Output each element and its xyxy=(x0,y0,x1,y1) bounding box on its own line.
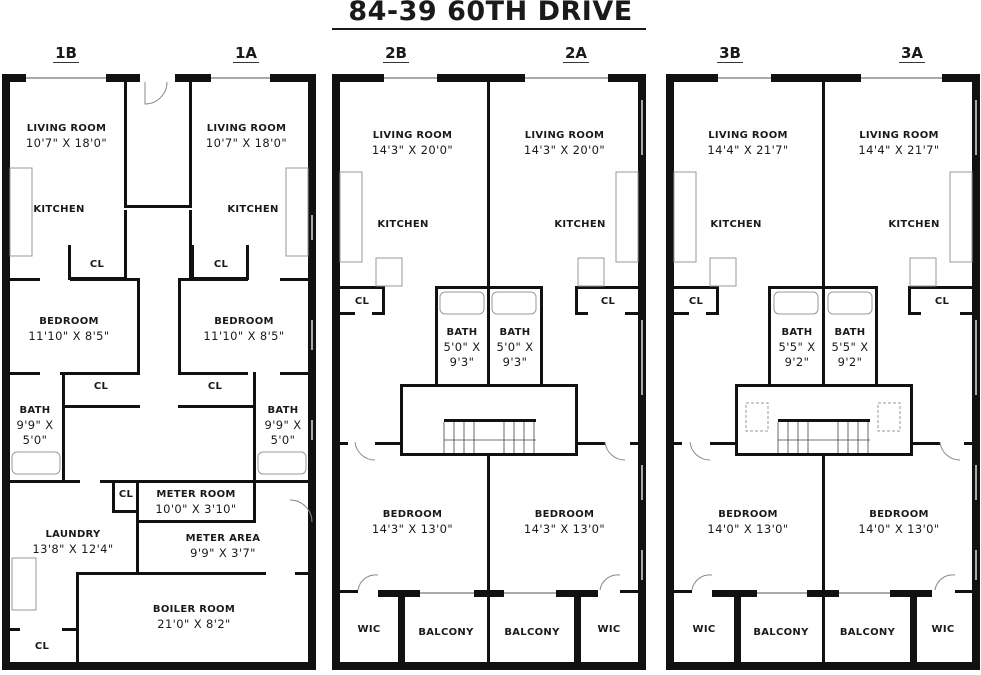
room-kitchen-1a: KITCHEN xyxy=(227,204,279,215)
room-closet-2b: CL xyxy=(354,296,370,307)
room-wic-3a: WIC xyxy=(931,624,955,635)
walls-floor-1 xyxy=(2,74,316,670)
door-swings xyxy=(144,81,961,591)
walls-floor-2 xyxy=(332,74,646,670)
room-closet-3b: CL xyxy=(688,296,704,307)
room-kitchen-2b: KITCHEN xyxy=(377,219,429,230)
unit-label-1a: 1A xyxy=(232,44,260,63)
room-wic-3b: WIC xyxy=(692,624,716,635)
room-kitchen-3a: KITCHEN xyxy=(888,219,940,230)
unit-label-2b: 2B xyxy=(383,44,409,63)
unit-label-2a: 2A xyxy=(562,44,590,63)
room-kitchen-3b: KITCHEN xyxy=(710,219,762,230)
room-closet-2a: CL xyxy=(600,296,616,307)
unit-label-1b: 1B xyxy=(53,44,79,63)
room-kitchen-2a: KITCHEN xyxy=(554,219,606,230)
room-closet-laundry: CL xyxy=(118,489,134,500)
room-balcony-3a: BALCONY xyxy=(839,627,896,638)
unit-label-3b: 3B xyxy=(717,44,743,63)
stairs xyxy=(443,422,870,453)
room-closet-bottom: CL xyxy=(34,641,50,652)
room-balcony-2a: BALCONY xyxy=(504,627,560,638)
unit-label-3a: 3A xyxy=(898,44,926,63)
fixtures xyxy=(9,167,973,611)
walls-floor-3 xyxy=(666,74,980,670)
plan-title: 84-39 60TH DRIVE xyxy=(348,0,633,27)
title-underline xyxy=(332,28,646,30)
room-closet-1b-bed: CL xyxy=(93,381,109,392)
windows xyxy=(26,77,977,594)
room-balcony-3b: BALCONY xyxy=(753,627,809,638)
room-balcony-2b: BALCONY xyxy=(418,627,474,638)
room-closet-3a: CL xyxy=(934,296,950,307)
room-closet-1a-bed: CL xyxy=(207,381,223,392)
room-wic-2a: WIC xyxy=(597,624,621,635)
room-closet-1a-kitchen: CL xyxy=(213,259,229,270)
room-wic-2b: WIC xyxy=(357,624,381,635)
room-closet-1b-kitchen: CL xyxy=(89,259,105,270)
room-kitchen-1b: KITCHEN xyxy=(33,204,85,215)
